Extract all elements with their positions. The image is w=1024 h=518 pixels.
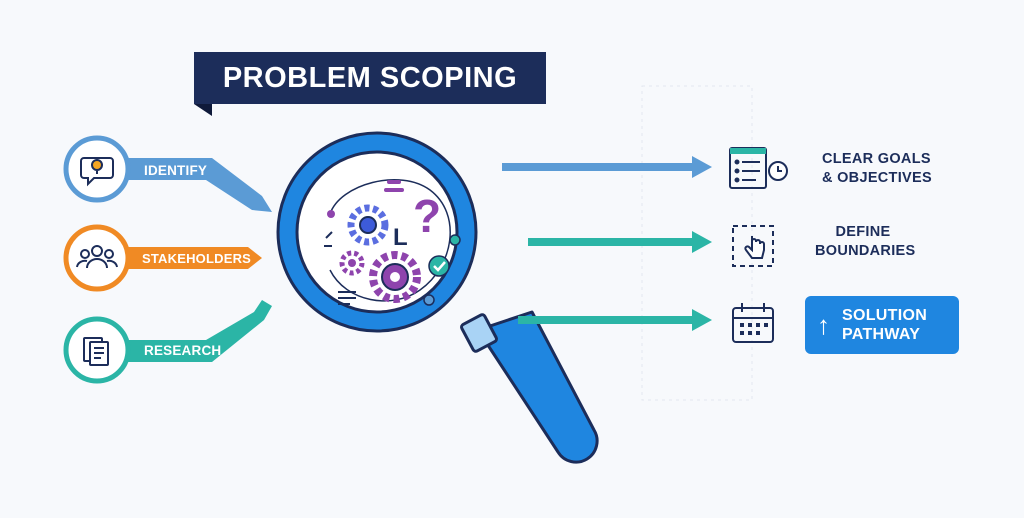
boundaries-line1: DEFINE (835, 224, 891, 240)
people-group-icon (76, 245, 118, 269)
output-arrow-boundaries (528, 231, 712, 253)
magnifier-handle (476, 310, 599, 464)
input-research: RESEARCH (63, 300, 272, 384)
stakeholders-arrow (125, 247, 262, 269)
check-icon (428, 255, 450, 277)
input-identify: IDENTIFY (63, 135, 272, 212)
title-banner-fold (194, 104, 212, 116)
magnifier-inner-loop (329, 179, 451, 302)
question-mark-icon: ? L (393, 190, 441, 251)
output-arrow-goals (502, 156, 712, 178)
pathway-line1: SOLUTION (842, 307, 928, 324)
gears-icon (339, 204, 421, 303)
output-label-boundaries: DEFINE BOUNDARIES (815, 223, 916, 261)
checklist-clock-icon (729, 147, 788, 189)
identify-arrow (120, 158, 272, 212)
documents-icon (83, 337, 109, 366)
goals-line2: & OBJECTIVES (822, 170, 932, 186)
output-label-goals: CLEAR GOALS & OBJECTIVES (822, 150, 932, 188)
dashed-box-pointer-icon (732, 225, 774, 267)
pathway-line2: PATHWAY (842, 326, 921, 343)
input-stakeholders: STAKEHOLDERS (63, 224, 262, 292)
page-title: PROBLEM SCOPING (194, 52, 546, 104)
lightbulb-speech-icon (80, 157, 114, 187)
solution-pathway-button[interactable]: ↑ SOLUTION PATHWAY (805, 296, 959, 354)
svg-text:?: ? (413, 190, 441, 242)
research-label: RESEARCH (144, 343, 221, 358)
calendar-icon (732, 303, 774, 343)
boundaries-line2: BOUNDARIES (815, 243, 916, 259)
output-arrow-pathway (518, 309, 712, 331)
magnifying-glass-icon: ? L (276, 131, 599, 464)
solution-pathway-label: SOLUTION PATHWAY (842, 306, 927, 344)
identify-label: IDENTIFY (144, 163, 207, 178)
svg-text:L: L (393, 224, 408, 251)
goals-line1: CLEAR GOALS (822, 151, 931, 167)
stakeholders-label: STAKEHOLDERS (142, 251, 251, 266)
research-arrow (120, 300, 272, 362)
magnifier-neck (460, 313, 498, 353)
arrow-up-icon: ↑ (817, 310, 830, 340)
